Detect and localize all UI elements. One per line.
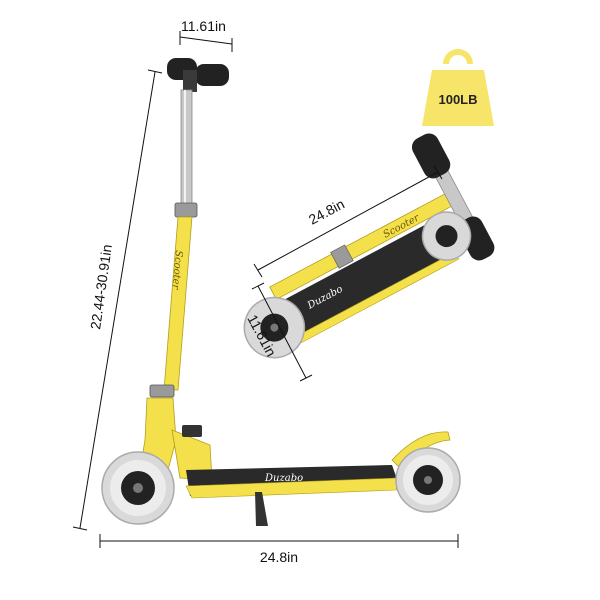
- folded-rear-wheel-icon: [421, 211, 472, 261]
- lower-stem: [163, 216, 193, 391]
- weight-badge: 100LB: [422, 49, 494, 126]
- rear-wheel-icon: [395, 447, 461, 513]
- stem-text: Scooter: [169, 250, 183, 291]
- deck-brand: Duzabo: [264, 473, 303, 484]
- fold-lever: [182, 425, 202, 437]
- dim-handlebar-width-label: 11.61in: [181, 18, 226, 34]
- unfolded-scooter: Scooter Duzabo: [101, 58, 461, 526]
- fold-clamp: [149, 384, 175, 398]
- dim-length: 24.8in: [99, 534, 459, 565]
- dim-length-label: 24.8in: [260, 549, 298, 565]
- folded-grip-top-icon: [411, 133, 451, 179]
- height-clamp: [174, 202, 198, 218]
- folded-front-wheel-icon: [243, 296, 306, 359]
- upper-stem: [180, 89, 193, 211]
- folded-scooter: Duzabo Scooter: [243, 133, 495, 359]
- folded-deck: [269, 218, 456, 343]
- dim-height-label: 22.44-30.91in: [87, 243, 115, 330]
- dim-handlebar-width: 11.61in: [179, 18, 233, 52]
- right-grip-icon: [195, 64, 229, 86]
- front-wheel-icon: [101, 451, 175, 525]
- weight-badge-label: 100LB: [438, 92, 477, 107]
- dim-folded-length-label: 24.8in: [306, 196, 347, 228]
- kickstand: [255, 492, 268, 526]
- weight-icon: [443, 49, 473, 65]
